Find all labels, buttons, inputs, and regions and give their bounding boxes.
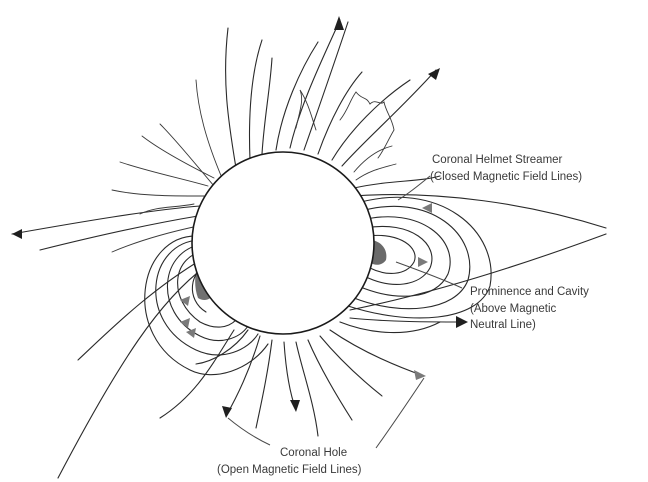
helmet-streamer-label-line1: Coronal Helmet Streamer xyxy=(432,154,563,166)
prominence-label-line2: (Above Magnetic xyxy=(470,303,557,315)
bottom-open-field-lines xyxy=(196,322,440,436)
coronal-hole-label-line2: (Open Magnetic Field Lines) xyxy=(217,464,362,476)
helmet-streamer-label-line2: (Closed Magnetic Field Lines) xyxy=(430,171,582,183)
left-open-field-lines xyxy=(12,136,214,252)
prominence-label-line1: Prominence and Cavity xyxy=(470,286,589,298)
sun-disk xyxy=(192,152,374,334)
coronal-hole-label-line1: Coronal Hole xyxy=(280,447,347,459)
prominence-label-line3: Neutral Line) xyxy=(470,319,536,331)
